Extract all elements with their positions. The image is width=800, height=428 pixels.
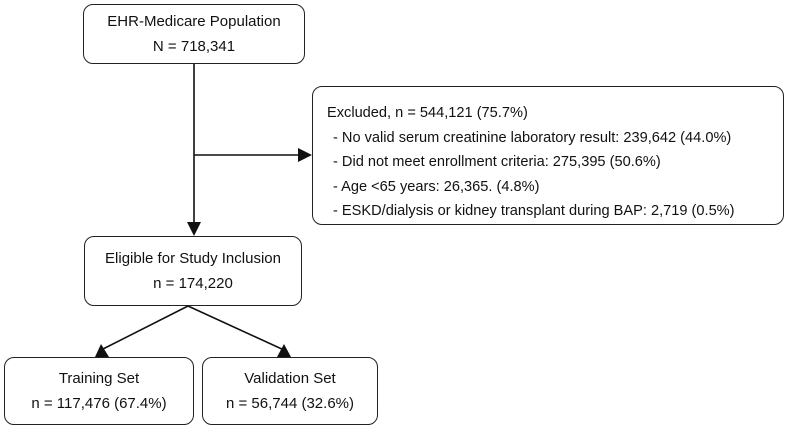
excluded-item-age: - Age <65 years: 26,365. (4.8%) — [333, 178, 540, 195]
validation-box: Validation Set n = 56,744 (32.6%) — [202, 357, 378, 425]
excluded-item-enrollment: - Did not meet enrollment criteria: 275,… — [333, 154, 661, 170]
connector-eligible-training — [100, 305, 189, 351]
arrowhead-validation — [277, 344, 291, 357]
eligible-box: Eligible for Study Inclusion n = 174,220 — [84, 236, 302, 306]
excluded-item-eskd: - ESKD/dialysis or kidney transplant dur… — [333, 203, 735, 219]
excluded-box: Excluded, n = 544,121 (75.7%) - No valid… — [312, 86, 784, 225]
validation-title: Validation Set — [244, 370, 336, 387]
eligible-count: n = 174,220 — [153, 275, 233, 292]
validation-count: n = 56,744 (32.6%) — [225, 395, 354, 412]
arrowhead-training — [95, 344, 109, 357]
eligible-title: Eligible for Study Inclusion — [105, 250, 281, 267]
excluded-title: Excluded, n = 544,121 (75.7%) — [327, 105, 528, 121]
excluded-item-creatinine: - No valid serum creatinine laboratory r… — [333, 129, 732, 146]
population-box: EHR-Medicare Population N = 718,341 — [83, 4, 305, 64]
training-count: n = 117,476 (67.4%) — [31, 395, 167, 412]
arrowhead-excluded — [298, 148, 312, 162]
population-count: N = 718,341 — [152, 38, 236, 55]
training-box: Training Set n = 117,476 (67.4%) — [4, 357, 194, 425]
population-title: EHR-Medicare Population — [107, 13, 281, 30]
arrowhead-eligible — [187, 222, 201, 236]
training-title: Training Set — [58, 370, 140, 387]
connector-eligible-validation — [187, 305, 285, 351]
